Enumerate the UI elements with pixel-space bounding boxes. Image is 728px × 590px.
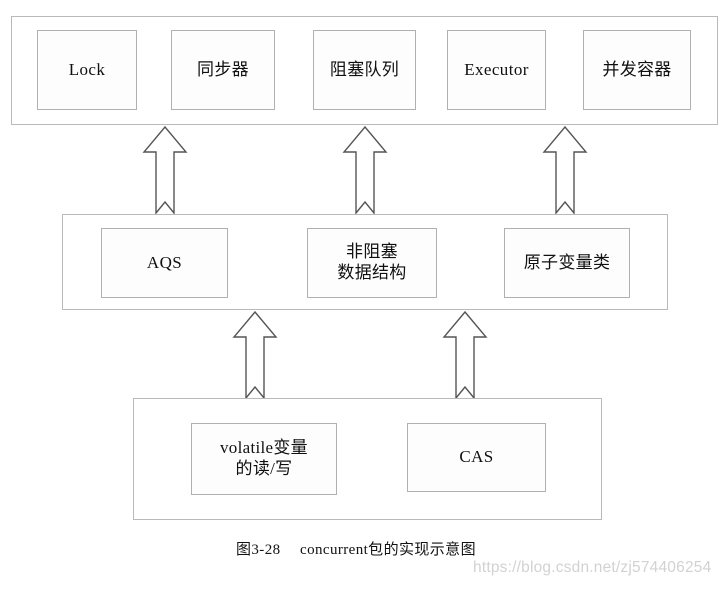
arrow-bottom-to-middle-2 <box>442 310 488 400</box>
node-blocking-queue: 阻塞队列 <box>313 30 416 110</box>
node-executor: Executor <box>447 30 546 110</box>
arrow-bottom-to-middle-1 <box>232 310 278 400</box>
node-lock: Lock <box>37 30 137 110</box>
node-synchronizer: 同步器 <box>171 30 275 110</box>
arrow-middle-to-top-3 <box>542 125 588 215</box>
node-cas: CAS <box>407 423 546 492</box>
arrow-middle-to-top-1 <box>142 125 188 215</box>
watermark-url: https://blog.csdn.net/zj574406254 <box>473 559 712 576</box>
arrow-middle-to-top-2 <box>342 125 388 215</box>
node-volatile-read-write: volatile变量 的读/写 <box>191 423 337 495</box>
node-concurrent-container: 并发容器 <box>583 30 691 110</box>
figure-caption: 图3-28 concurrent包的实现示意图 <box>236 542 476 558</box>
node-atomic-variable-classes: 原子变量类 <box>504 228 630 298</box>
node-aqs: AQS <box>101 228 228 298</box>
node-nonblocking-data-structure: 非阻塞 数据结构 <box>307 228 437 298</box>
